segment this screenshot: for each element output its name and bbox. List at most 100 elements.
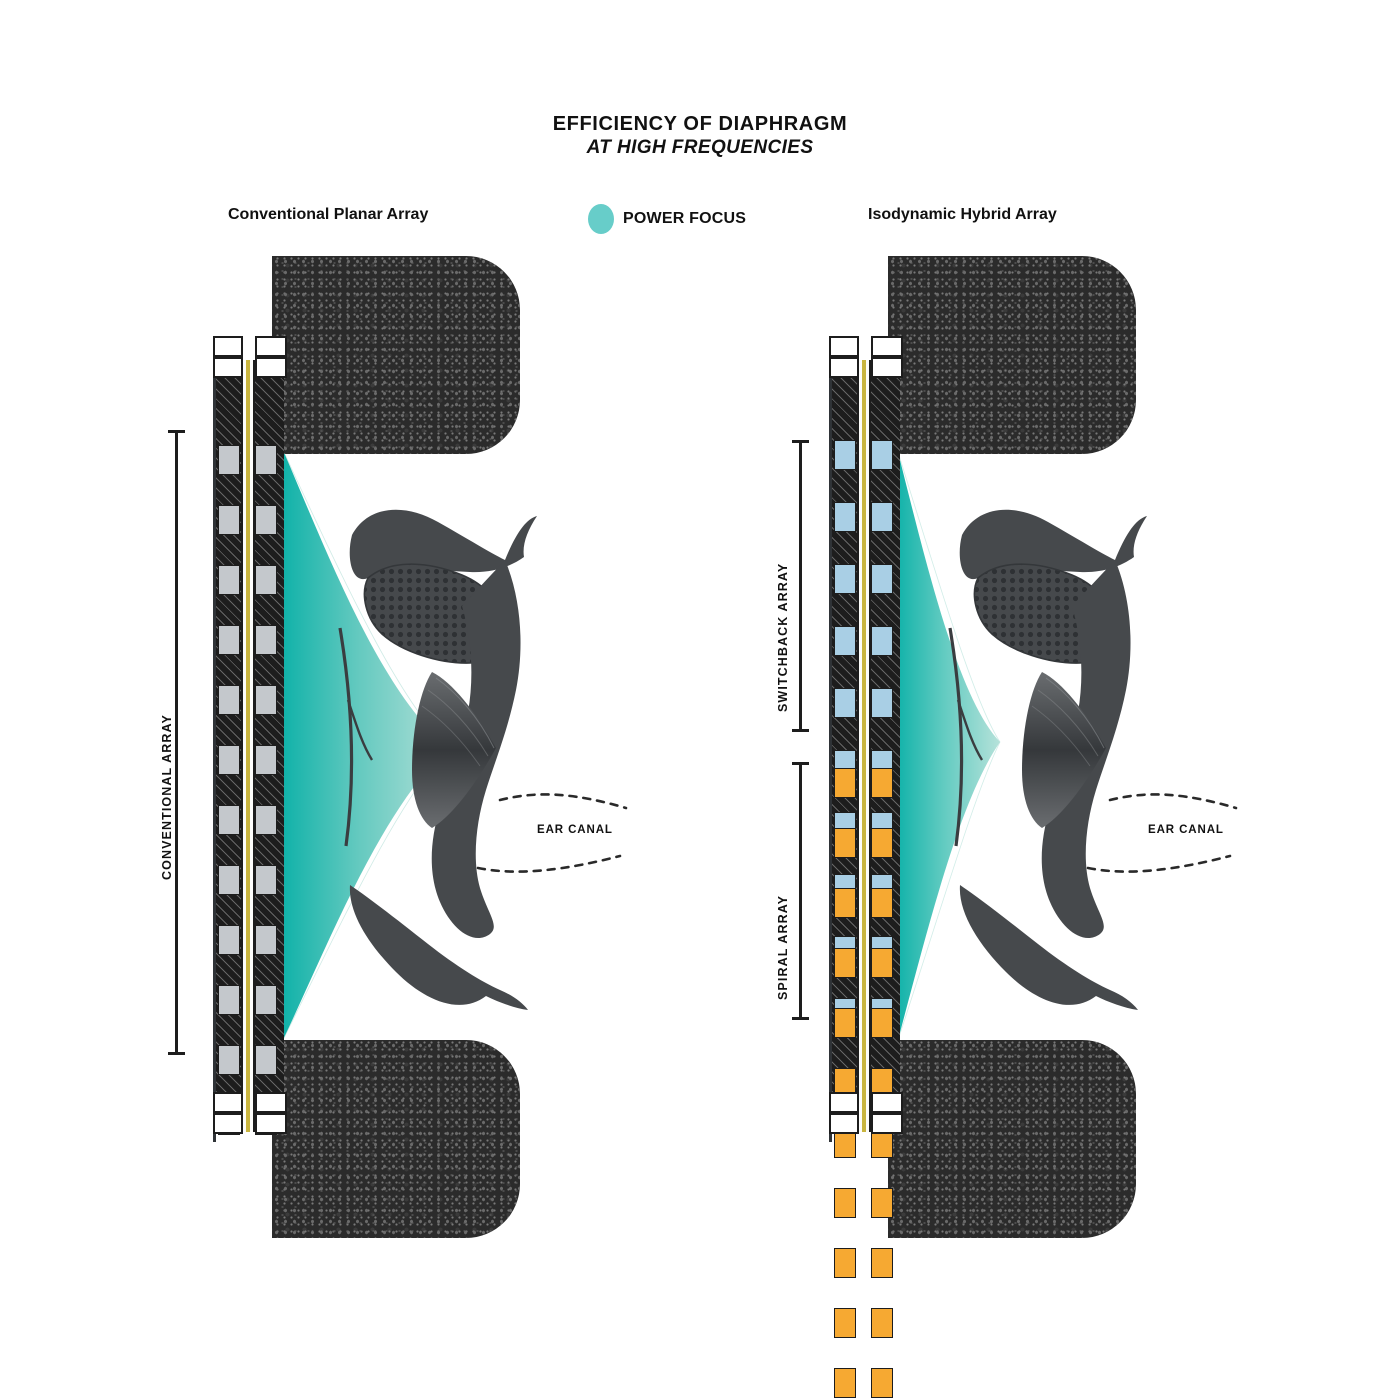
power-focus-badge: POWER FOCUS bbox=[588, 204, 746, 234]
left-diaphragm-edge-a bbox=[241, 360, 243, 1132]
left-endplate-top-inner-b bbox=[255, 357, 287, 378]
magnet-block bbox=[255, 1045, 277, 1075]
legend-row: Conventional Planar Array POWER FOCUS Is… bbox=[0, 204, 1400, 234]
magnet-block bbox=[218, 565, 240, 595]
magnet-block bbox=[255, 505, 277, 535]
title-line-1: EFFICIENCY OF DIAPHRAGM bbox=[552, 113, 848, 135]
right-bracket-label-top: SWITCHBACK ARRAY bbox=[776, 562, 790, 712]
magnet-block bbox=[255, 745, 277, 775]
bracket-tick-bottom bbox=[792, 1017, 809, 1020]
magnet-block bbox=[218, 625, 240, 655]
magnet-block bbox=[871, 768, 893, 798]
right-ear-anatomy bbox=[948, 509, 1147, 1010]
right-diaphragm-edge-a bbox=[857, 360, 859, 1132]
right-endplate-bot-outer-a bbox=[829, 1092, 859, 1113]
right-endplate-bot-inner-a bbox=[871, 1092, 903, 1113]
right-endplate-top-inner-b bbox=[871, 357, 903, 378]
right-diaphragm-coil bbox=[862, 360, 866, 1132]
right-foam-pad-top bbox=[888, 256, 1136, 454]
magnet-block bbox=[871, 502, 893, 532]
magnet-block bbox=[834, 1008, 856, 1038]
left-diaphragm-coil bbox=[246, 360, 250, 1132]
bracket-tick-top bbox=[168, 430, 185, 433]
magnet-block bbox=[834, 1188, 856, 1218]
magnet-block bbox=[218, 1045, 240, 1075]
bracket-tick-top bbox=[792, 762, 809, 765]
bracket-tick-bottom bbox=[792, 729, 809, 732]
magnet-block bbox=[871, 626, 893, 656]
magnet-block bbox=[255, 805, 277, 835]
left-endplate-bot-outer-a bbox=[213, 1092, 243, 1113]
magnet-block bbox=[218, 745, 240, 775]
left-endplate-top-outer-b bbox=[213, 357, 243, 378]
magnet-block bbox=[255, 925, 277, 955]
right-endplate-bot-inner-b bbox=[871, 1113, 903, 1134]
magnet-block bbox=[871, 564, 893, 594]
bracket-tick-top bbox=[792, 440, 809, 443]
right-bracket-label-bottom: SPIRAL ARRAY bbox=[776, 894, 790, 1000]
magnet-block bbox=[871, 1188, 893, 1218]
magnet-block bbox=[218, 985, 240, 1015]
left-endplate-bot-outer-b bbox=[213, 1113, 243, 1134]
magnet-block bbox=[218, 685, 240, 715]
left-foam-pad-top bbox=[272, 256, 520, 454]
legend-right-label: Isodynamic Hybrid Array bbox=[868, 206, 1057, 223]
magnet-block bbox=[834, 502, 856, 532]
teal-ellipse-icon bbox=[588, 204, 614, 234]
magnet-block bbox=[834, 828, 856, 858]
magnet-block bbox=[871, 1308, 893, 1338]
bracket-tick-bottom bbox=[168, 1052, 185, 1055]
magnet-block bbox=[834, 688, 856, 718]
magnet-block bbox=[871, 1008, 893, 1038]
page-title: EFFICIENCY OF DIAPHRAGM AT HIGH FREQUENC… bbox=[0, 112, 1400, 160]
magnet-block bbox=[834, 440, 856, 470]
magnet-block bbox=[834, 948, 856, 978]
right-outer-wall bbox=[829, 352, 832, 1142]
magnet-block bbox=[871, 948, 893, 978]
right-sound-cone bbox=[897, 451, 1001, 1041]
right-measure-bracket-top bbox=[792, 440, 812, 732]
magnet-block bbox=[218, 505, 240, 535]
right-ear-canal-label: EAR CANAL bbox=[1148, 824, 1224, 836]
title-line-2: AT HIGH FREQUENCIES bbox=[586, 137, 814, 158]
magnet-block bbox=[871, 440, 893, 470]
right-endplate-top-inner-a bbox=[871, 336, 903, 357]
magnet-block bbox=[255, 445, 277, 475]
left-bracket-label: CONVENTIONAL ARRAY bbox=[160, 714, 174, 880]
magnet-block bbox=[255, 625, 277, 655]
magnet-block bbox=[871, 1368, 893, 1398]
magnet-block bbox=[218, 925, 240, 955]
magnet-block bbox=[218, 445, 240, 475]
left-measure-bracket bbox=[168, 430, 188, 1055]
magnet-block bbox=[255, 685, 277, 715]
magnet-block bbox=[834, 1308, 856, 1338]
bracket-stem bbox=[175, 430, 178, 1055]
left-diaphragm-edge-b bbox=[253, 360, 255, 1132]
magnet-block bbox=[871, 888, 893, 918]
magnet-block bbox=[834, 564, 856, 594]
right-endplate-bot-outer-b bbox=[829, 1113, 859, 1134]
bracket-stem bbox=[799, 440, 802, 732]
power-focus-label: POWER FOCUS bbox=[623, 210, 747, 227]
bracket-stem bbox=[799, 762, 802, 1020]
magnet-block bbox=[255, 985, 277, 1015]
left-endplate-bot-inner-a bbox=[255, 1092, 287, 1113]
left-endplate-top-outer-a bbox=[213, 336, 243, 357]
legend-left-label: Conventional Planar Array bbox=[228, 206, 429, 223]
left-endplate-top-inner-a bbox=[255, 336, 287, 357]
magnet-block bbox=[834, 1368, 856, 1398]
magnet-block bbox=[834, 1248, 856, 1278]
left-ear-canal-label: EAR CANAL bbox=[537, 824, 613, 836]
magnet-block bbox=[834, 626, 856, 656]
right-foam-pad-bottom bbox=[888, 1040, 1136, 1238]
magnet-block bbox=[871, 1248, 893, 1278]
left-foam-pad-bottom bbox=[272, 1040, 520, 1238]
right-endplate-top-outer-b bbox=[829, 357, 859, 378]
magnet-block bbox=[834, 888, 856, 918]
left-sound-cone bbox=[282, 449, 449, 1041]
magnet-block bbox=[218, 805, 240, 835]
magnet-block bbox=[218, 865, 240, 895]
magnet-block bbox=[255, 565, 277, 595]
magnet-block bbox=[834, 768, 856, 798]
